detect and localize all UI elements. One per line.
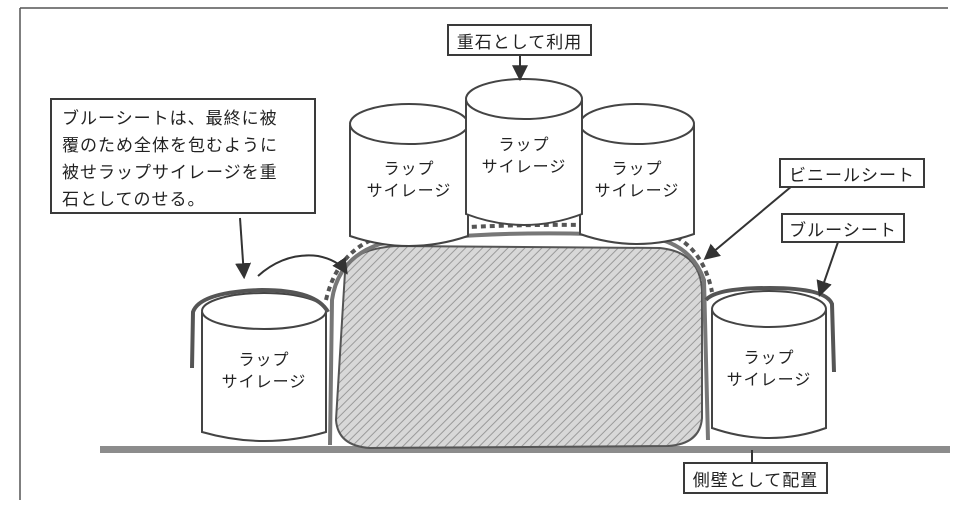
bale-label-top-right: ラップ サイレージ: [577, 158, 697, 202]
bale-label-line1: ラップ: [743, 348, 795, 367]
bale-label-line1: ラップ: [383, 159, 435, 178]
bale-label-left-bottom: ラップ サイレージ: [204, 349, 324, 393]
bale-label-line2: サイレージ: [366, 181, 452, 200]
bale-label-line2: サイレージ: [221, 372, 307, 391]
bale-label-line2: サイレージ: [726, 370, 812, 389]
note-line: 覆のため全体を包むように: [62, 136, 278, 156]
note-arrow: [235, 217, 252, 280]
blue-sheet-wrap: [328, 231, 710, 446]
weight-label: 重石として利用: [447, 24, 592, 56]
bale-label-line2: サイレージ: [594, 181, 680, 200]
bale-label-line2: サイレージ: [481, 157, 567, 176]
vinyl-sheet-dashed: [324, 222, 714, 301]
blue-sheet-left-drape: [190, 287, 330, 369]
blue-sheet-label-text: ブルーシート: [789, 220, 897, 241]
bale-top-right: [579, 103, 695, 245]
central-silage-mass: [334, 244, 703, 450]
bale-right-bottom: [711, 290, 827, 439]
side-wall-label: 側壁として配置: [683, 462, 828, 494]
bale-label-top-center: ラップ サイレージ: [464, 134, 584, 178]
side-wall-label-text: 側壁として配置: [692, 470, 819, 491]
note-line: 石としてのせる。: [62, 190, 206, 210]
ground-line: [100, 446, 950, 453]
note-box: ブルーシートは、最終に被 覆のため全体を包むように 被せラップサイレージを重 石…: [50, 98, 316, 214]
note-line: ブルーシートは、最終に被: [62, 109, 278, 129]
blue-sheet-label: ブルーシート: [781, 213, 905, 243]
wrap-curve-arrow: [257, 254, 348, 277]
weight-label-text: 重石として利用: [456, 32, 583, 53]
bale-top-center: [465, 78, 583, 226]
bale-label-top-left: ラップ サイレージ: [349, 158, 469, 202]
note-line: 被せラップサイレージを重: [62, 163, 278, 183]
bale-label-line1: ラップ: [238, 350, 290, 369]
bale-label-line1: ラップ: [611, 159, 663, 178]
bale-label-line1: ラップ: [498, 135, 550, 154]
vinyl-sheet-label: ビニールシート: [779, 158, 925, 188]
blue-arrow: [816, 241, 839, 298]
vinyl-arrow: [703, 185, 793, 261]
bale-label-right-bottom: ラップ サイレージ: [709, 347, 829, 391]
bale-left-bottom: [201, 292, 327, 442]
blue-sheet-right-drape: [704, 285, 836, 373]
vinyl-sheet-label-text: ビニールシート: [789, 165, 915, 186]
